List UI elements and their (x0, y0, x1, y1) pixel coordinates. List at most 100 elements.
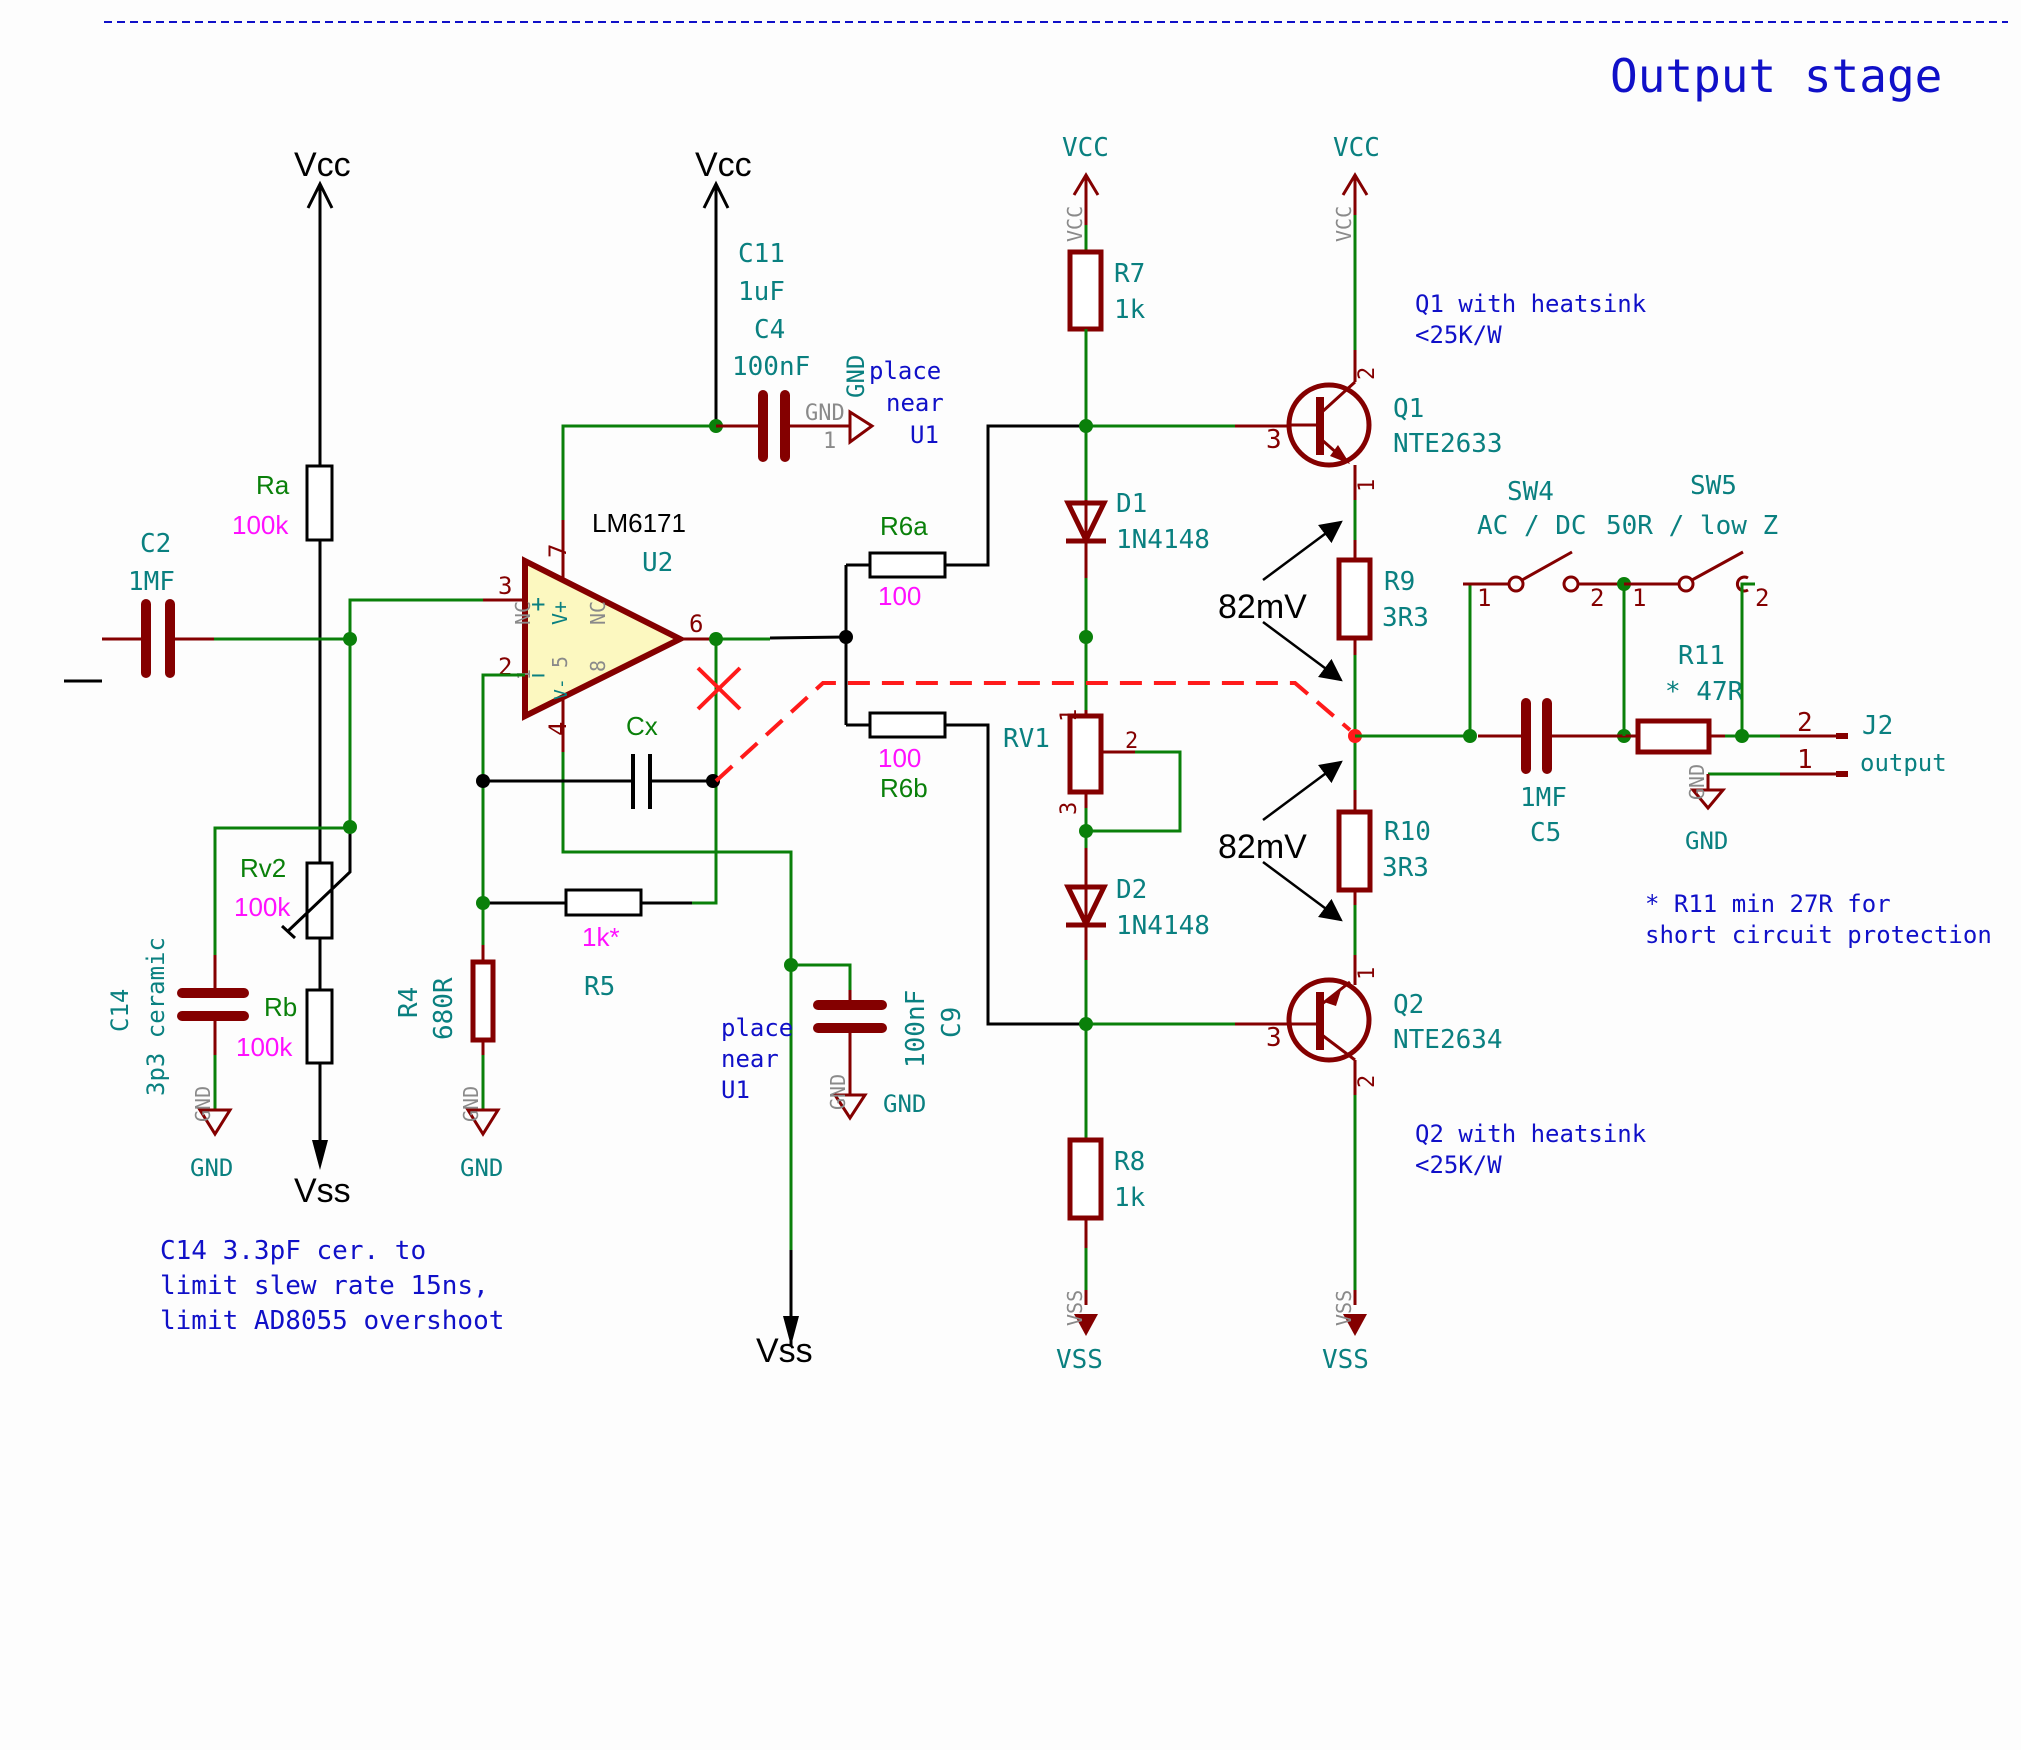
vcc-label-left: Vcc (294, 146, 351, 184)
capacitor-c9[interactable] (813, 990, 887, 1095)
opamp-u2[interactable] (522, 556, 687, 721)
vss-q2-arrow (1343, 1314, 1367, 1336)
r9-ref: R9 (1384, 567, 1415, 597)
c9-ref: C9 (937, 1007, 967, 1038)
c5-value: 1MF (1520, 783, 1567, 813)
resistor-r9[interactable] (1336, 500, 1373, 800)
c11-value: 1uF (738, 277, 785, 307)
gnd-label: GND (883, 1090, 926, 1118)
resistor-r6a[interactable] (846, 424, 1086, 579)
r6a-ref: R6a (880, 511, 928, 541)
c4-gnd-pin-num: 1 (823, 429, 836, 454)
wire-c14 (213, 826, 350, 955)
q1-pin-emitter: 1 (1355, 479, 1380, 492)
r10-ref: R10 (1384, 817, 1431, 847)
resistor-r6b[interactable] (846, 711, 1086, 1026)
wire-noninv (348, 598, 483, 827)
wire-vplus (561, 424, 716, 520)
capacitor-c14[interactable] (177, 955, 249, 1110)
d1-value: 1N4148 (1116, 525, 1210, 555)
capacitor-c4[interactable] (716, 390, 875, 462)
resistor-rb[interactable] (305, 988, 334, 1170)
resistor-r5[interactable] (483, 888, 692, 917)
r6a-value: 100 (878, 581, 921, 611)
sw4-value: AC / DC (1477, 511, 1587, 541)
r6b-value: 100 (878, 743, 921, 773)
q2-pin-collector: 2 (1355, 1075, 1380, 1088)
q2-note-line2: <25K/W (1415, 1151, 1502, 1179)
u2-pin6: 6 (689, 610, 703, 638)
vss-label-left: Vss (294, 1172, 351, 1210)
u2-nc-8: NC (586, 601, 610, 625)
u2-pin7: 7 (544, 544, 572, 558)
rb-value: 100k (236, 1032, 293, 1062)
resistor-r10[interactable] (1336, 790, 1373, 955)
r4-ref: R4 (394, 987, 424, 1018)
r7-value: 1k (1114, 295, 1146, 325)
c14-note-line3: limit AD8055 overshoot (160, 1306, 504, 1336)
arrow-vdrop-bottom-up (1262, 760, 1343, 822)
u2-minus: − (531, 661, 545, 689)
c4-value: 100nF (732, 352, 810, 382)
resistor-r11[interactable] (1624, 718, 1725, 755)
capacitor-c2[interactable] (102, 599, 214, 678)
gnd-symbol (465, 1108, 501, 1137)
u2-value: LM6171 (592, 508, 686, 538)
wire-c9 (791, 963, 852, 990)
c14-ref: C14 (106, 989, 134, 1032)
j2-pin1-num: 1 (1797, 745, 1813, 775)
gnd-pin-name: GND (1685, 764, 1709, 800)
resistor-r8[interactable] (1067, 1137, 1104, 1336)
c4-ref: C4 (754, 315, 785, 345)
q1-note-line1: Q1 with heatsink (1415, 290, 1647, 318)
vss-r8-label: VSS (1056, 1345, 1103, 1375)
diode-d2[interactable] (1064, 848, 1108, 1140)
rv1-pin2: 2 (1125, 729, 1138, 754)
resistor-ra[interactable] (305, 464, 334, 863)
wire-sw5-right (1740, 582, 1755, 736)
r4-value: 680R (429, 977, 459, 1040)
diode-d1[interactable] (1064, 430, 1108, 710)
junction-dot (476, 774, 490, 788)
r6b-ref: R6b (880, 773, 928, 803)
remove-mark-x (696, 666, 742, 711)
capacitor-c5[interactable] (1478, 698, 1590, 774)
transistor-q2[interactable] (1286, 955, 1372, 1095)
resistor-r4[interactable] (470, 945, 496, 1110)
vss-q2-pin-name: VSS (1332, 1290, 1356, 1326)
q2-pin-emitter: 1 (1355, 967, 1380, 980)
markup-dashed-path (714, 681, 1352, 783)
potentiometer-rv1[interactable] (1067, 710, 1182, 848)
switch-sw4[interactable] (1463, 550, 1624, 593)
c2-value: 1MF (128, 567, 175, 597)
potentiometer-rv2[interactable] (280, 827, 352, 990)
gnd-pin-name: GND (826, 1074, 850, 1110)
q2-note-line1: Q2 with heatsink (1415, 1120, 1647, 1148)
rv1-pin3: 3 (1057, 802, 1082, 815)
c9-value: 100nF (901, 990, 931, 1068)
place-note-2-line2: near (721, 1045, 779, 1073)
place-note-1-line2: near (886, 389, 944, 417)
r7-ref: R7 (1114, 259, 1145, 289)
u2-vplus: V+ (548, 601, 572, 625)
capacitor-cx[interactable] (483, 754, 713, 809)
c14-value: 3p3 ceramic (142, 937, 170, 1096)
gnd-pin-name: GND (191, 1086, 215, 1122)
q1-note-line2: <25K/W (1415, 321, 1502, 349)
wire-feedback (692, 639, 718, 905)
ra-value: 100k (232, 510, 289, 540)
q2-ref: Q2 (1393, 990, 1424, 1020)
resistor-r7[interactable] (1067, 225, 1104, 420)
sw4-pin2: 2 (1590, 584, 1604, 612)
c4-gnd-label: GND (842, 355, 870, 398)
sw5-ref: SW5 (1690, 471, 1737, 501)
cx-ref: Cx (626, 711, 658, 741)
sw5-pin1: 1 (1632, 584, 1646, 612)
vdrop-top: 82mV (1218, 588, 1307, 626)
r11-note-line1: * R11 min 27R for (1645, 890, 1891, 918)
transistor-q1[interactable] (1286, 350, 1372, 500)
wire-out-b (769, 635, 847, 640)
vss-arrow-mid (783, 1316, 799, 1346)
q1-pin-collector: 2 (1355, 367, 1380, 380)
